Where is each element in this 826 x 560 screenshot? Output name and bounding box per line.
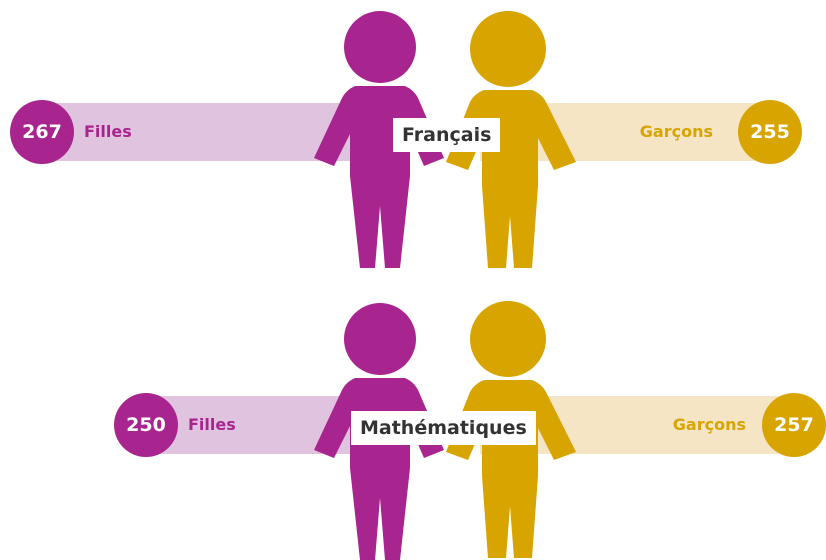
boys-value-badge-mathematiques: 257: [762, 393, 826, 457]
chart-row-mathematiques: 250 Filles Garçons 257 Mathématiques: [0, 290, 826, 560]
girls-label-francais: Filles: [84, 122, 132, 141]
boys-label-mathematiques: Garçons: [672, 415, 746, 434]
boys-label-francais: Garçons: [639, 122, 713, 141]
subject-label-mathematiques: Mathématiques: [351, 411, 536, 445]
girls-value-badge-francais: 267: [10, 100, 74, 164]
girls-value-badge-mathematiques: 250: [114, 393, 178, 457]
subject-label-francais: Français: [393, 118, 501, 152]
chart-row-francais: 267 Filles Garçons 255 Français: [0, 0, 804, 270]
boys-value-badge-francais: 255: [738, 100, 802, 164]
girls-label-mathematiques: Filles: [188, 415, 236, 434]
